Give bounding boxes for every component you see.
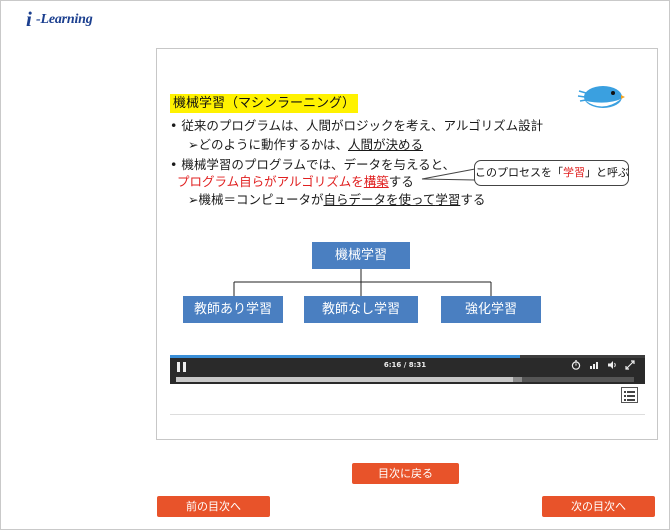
- lecture-slide[interactable]: 機械学習（マシンラーニング） • 従来のプログラムは、人間がロジックを考え、アル…: [170, 69, 645, 354]
- bullet-ml-sub-u2: 学習: [435, 192, 461, 207]
- logo-text: -Learning: [36, 12, 93, 27]
- bird-mascot-icon: [577, 86, 625, 108]
- video-player: 機械学習（マシンラーニング） • 従来のプログラムは、人間がロジックを考え、アル…: [156, 48, 658, 440]
- bullet-ml-end: する: [388, 174, 414, 189]
- fullscreen-icon[interactable]: [624, 360, 636, 372]
- slide-title: 機械学習（マシンラーニング）: [170, 94, 359, 113]
- player-controls: 6:16 / 8:31: [170, 355, 645, 384]
- logo-i-letter: i: [26, 7, 32, 31]
- bullet-ml-program: • 機械学習のプログラムでは、データを与えると、: [170, 157, 456, 172]
- next-toc-button[interactable]: 次の目次へ: [542, 496, 655, 517]
- bullet-ml-sub: ➢機械＝コンピュータが自らデータを使って学習する: [188, 192, 485, 208]
- diagram-child-reinforcement: 強化学習: [441, 296, 541, 323]
- timer-icon[interactable]: [570, 360, 582, 372]
- prev-toc-button[interactable]: 前の目次へ: [157, 496, 270, 517]
- callout-prefix: このプロセスを「: [475, 166, 563, 179]
- diagram-root-machine-learning: 機械学習: [312, 242, 410, 269]
- bullet-ml-red-b: 構築: [363, 174, 389, 189]
- player-divider: [170, 414, 645, 415]
- callout-red: 学習: [563, 166, 585, 179]
- callout-suffix: 」と呼ぶ: [585, 166, 629, 179]
- quality-icon[interactable]: [588, 360, 600, 372]
- bullet-ml-program-cont: プログラム自らがアルゴリズムを構築する: [177, 174, 414, 190]
- bullet-traditional-sub-underline: 人間が決める: [347, 137, 423, 152]
- progress-bar[interactable]: [176, 377, 634, 382]
- volume-icon[interactable]: [606, 360, 618, 372]
- progress-played: [176, 377, 514, 382]
- i-learning-logo[interactable]: i -Learning: [26, 7, 106, 31]
- bullet-traditional-sub-prefix: ➢どのように動作するかは、: [188, 137, 348, 152]
- bullet-ml-sub-prefix: ➢機械＝コンピュータが: [188, 192, 324, 207]
- diagram-child-supervised: 教師あり学習: [183, 296, 283, 323]
- diagram-child-unsupervised: 教師なし学習: [304, 296, 418, 323]
- playback-time: 6:16 / 8:31: [383, 361, 427, 369]
- callout-tail: [421, 168, 476, 181]
- bullet-traditional-sub: ➢どのように動作するかは、人間が決める: [188, 137, 423, 153]
- callout-learning-process: このプロセスを「学習」と呼ぶ: [474, 160, 629, 186]
- table-of-contents-icon[interactable]: [621, 387, 638, 403]
- back-to-toc-button[interactable]: 目次に戻る: [352, 463, 459, 484]
- bullet-ml-sub-u1: 自らデータを使って: [323, 192, 436, 207]
- bullet-traditional-program: • 従来のプログラムは、人間がロジックを考え、アルゴリズム設計: [170, 118, 544, 133]
- pause-icon[interactable]: [177, 362, 187, 372]
- bullet-ml-sub-end: する: [460, 192, 486, 207]
- control-bar-top-strip: [170, 355, 645, 358]
- control-bar-top-fill: [170, 355, 520, 358]
- bullet-ml-red-a: プログラム自らがアルゴリズムを: [177, 174, 364, 189]
